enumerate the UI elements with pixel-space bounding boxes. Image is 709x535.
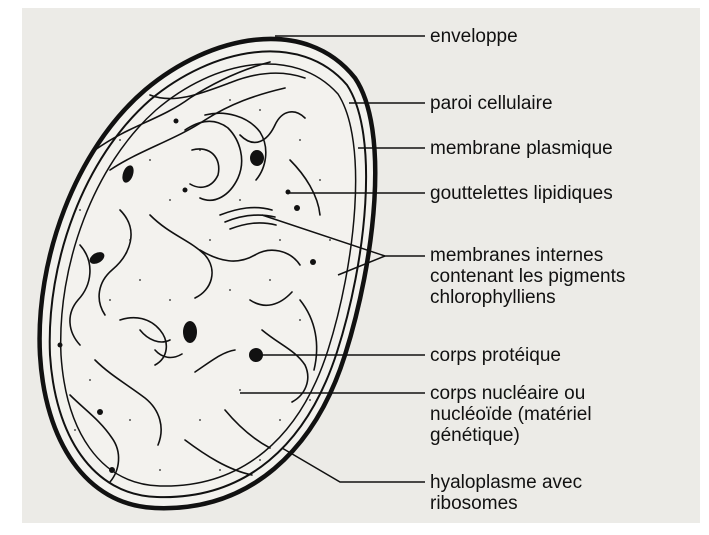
label-paroi-cellulaire: paroi cellulaire	[430, 93, 553, 114]
label-line: ribosomes	[430, 493, 582, 514]
label-line: nucléoïde (matériel	[430, 404, 592, 425]
label-line: génétique)	[430, 425, 592, 446]
leader-hyaloplasme	[282, 448, 425, 482]
label-membranes-internes: membranes internes contenant les pigment…	[430, 245, 625, 308]
label-membrane-plasmique: membrane plasmique	[430, 138, 613, 159]
label-line: corps nucléaire ou	[430, 383, 592, 404]
label-line: contenant les pigments	[430, 266, 625, 287]
label-line: membranes internes	[430, 245, 625, 266]
label-enveloppe: enveloppe	[430, 26, 518, 47]
label-corps-nucleaire: corps nucléaire ou nucléoïde (matériel g…	[430, 383, 592, 446]
label-corps-proteique: corps protéique	[430, 345, 561, 366]
label-gouttelettes-lipidiques: gouttelettes lipidiques	[430, 183, 613, 204]
label-hyaloplasme: hyaloplasme avec ribosomes	[430, 472, 582, 514]
label-line: hyaloplasme avec	[430, 472, 582, 493]
label-line: chlorophylliens	[430, 287, 625, 308]
